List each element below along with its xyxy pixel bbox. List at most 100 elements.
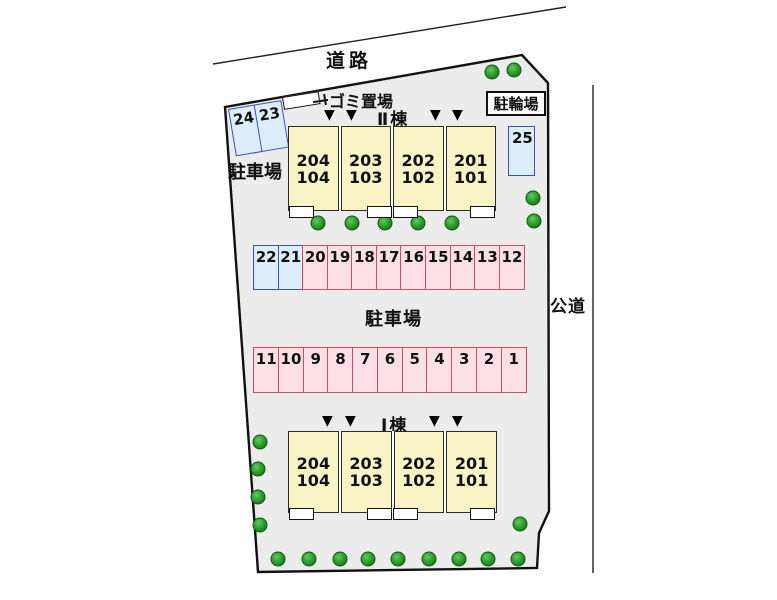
building-2-unit: 203 103 (340, 126, 391, 211)
tree-icon (252, 434, 268, 450)
tree-icon (451, 551, 467, 567)
entrance-porch (367, 508, 392, 520)
unit-number-upper: 204 (296, 454, 331, 473)
entrance-marker-icon: ▼ (324, 107, 335, 123)
unit-number-lower: 103 (349, 471, 383, 490)
tree-icon (250, 489, 266, 505)
building-1-unit: 203 103 (340, 431, 392, 513)
unit-number-upper: 203 (349, 454, 383, 473)
tree-icon (526, 213, 542, 229)
tree-icon (421, 551, 437, 567)
parking-lot-label-center: 駐車場 (365, 309, 422, 330)
parking-stall-7: 7 (352, 347, 379, 393)
tree-icon (444, 215, 460, 231)
parking-stall-8: 8 (327, 347, 354, 393)
tree-icon (480, 551, 496, 567)
entrance-porch (367, 206, 392, 218)
tree-icon (510, 551, 526, 567)
parking-lot-label-left: 駐車場 (228, 162, 282, 183)
parking-stall-10: 10 (277, 347, 305, 393)
parking-stall-19: 19 (326, 245, 353, 290)
entrance-porch (470, 508, 495, 520)
tree-icon (270, 551, 286, 567)
parking-stall-15: 15 (425, 245, 452, 290)
trees (250, 62, 542, 567)
unit-number-lower: 102 (402, 471, 436, 490)
tree-icon (332, 551, 348, 567)
parking-stall-22: 22 (253, 245, 280, 290)
unit-number-lower: 104 (296, 167, 330, 187)
parking-stall-20: 20 (302, 245, 329, 290)
parking-stall-5: 5 (401, 347, 428, 393)
parking-stall-4: 4 (426, 347, 453, 393)
unit-number-lower: 103 (349, 167, 383, 187)
parking-stall-21: 21 (277, 245, 304, 290)
tree-icon (301, 551, 317, 567)
parking-block-24-23: 24 23 (228, 100, 290, 157)
building-1-unit: 202 102 (393, 431, 445, 513)
parking-stall-16: 16 (400, 245, 427, 290)
unit-number-upper: 201 (454, 150, 488, 170)
entrance-marker-icon: ▼ (430, 107, 441, 123)
parking-row-lower: 11 10 9 8 7 6 5 4 3 2 1 (253, 347, 527, 393)
public-road-label: 公道 (550, 297, 586, 317)
parking-stall-11: 11 (253, 347, 280, 393)
entrance-porch (393, 206, 418, 218)
bicycle-parking-label: 駐輪場 (493, 95, 539, 113)
parking-stall-13: 13 (474, 245, 501, 290)
entrance-porch (393, 508, 418, 520)
entrance-marker-icon: ▼ (452, 413, 463, 429)
unit-number-lower: 101 (454, 167, 488, 187)
tree-icon (525, 190, 541, 206)
entrance-porch (289, 206, 314, 218)
unit-number-upper: 202 (401, 150, 435, 170)
entrance-porch (289, 508, 314, 520)
bicycle-parking-box: 駐輪場 (486, 91, 546, 116)
entrance-marker-icon: ▼ (322, 413, 333, 429)
unit-number-upper: 201 (454, 454, 489, 473)
road-label: 道路 (326, 50, 373, 72)
parking-stall-18: 18 (351, 245, 378, 290)
parking-stall-25: 25 (508, 126, 535, 176)
entrance-marker-icon: ▼ (452, 107, 463, 123)
building-1: 204 104 203 103 202 102 201 101 (288, 431, 497, 513)
tree-icon (484, 64, 500, 80)
parking-stall-17: 17 (375, 245, 403, 290)
parking-stall-12: 12 (498, 245, 526, 290)
tree-icon (410, 215, 426, 231)
tree-icon (310, 215, 326, 231)
unit-number-upper: 204 (296, 150, 330, 170)
parking-stall-3: 3 (451, 347, 478, 393)
unit-number-lower: 104 (296, 471, 331, 490)
tree-icon (250, 461, 266, 477)
entrance-marker-icon: ▼ (429, 413, 440, 429)
tree-icon (512, 516, 528, 532)
parking-stall-2: 2 (475, 347, 503, 393)
tree-icon (506, 62, 522, 78)
entrance-marker-icon: ▼ (345, 413, 356, 429)
parking-stall-14: 14 (449, 245, 476, 290)
building-2: 204 104 203 103 202 102 201 101 (288, 126, 496, 211)
unit-number-upper: 203 (349, 150, 383, 170)
building-2-unit: 201 101 (445, 126, 496, 211)
tree-icon (344, 215, 360, 231)
building-2-unit: 202 102 (393, 126, 444, 211)
building-2-unit: 204 104 (288, 126, 339, 211)
tree-icon (377, 215, 393, 231)
parking-stall-6: 6 (376, 347, 404, 393)
entrance-marker-icon: ▼ (346, 107, 357, 123)
entrance-porch (470, 206, 495, 218)
unit-number-upper: 202 (402, 454, 436, 473)
parking-stall-1: 1 (500, 347, 527, 393)
unit-number-lower: 101 (454, 471, 489, 490)
parking-row-upper: 22 21 20 19 18 17 16 15 14 13 12 (253, 245, 526, 290)
building-2-label: Ⅱ棟 (377, 110, 410, 130)
tree-icon (390, 551, 406, 567)
unit-number-lower: 102 (401, 167, 435, 187)
building-1-unit: 201 101 (446, 431, 497, 513)
tree-icon (252, 517, 268, 533)
tree-icon (360, 551, 376, 567)
building-1-unit: 204 104 (288, 431, 339, 513)
road-edge-line (212, 6, 567, 65)
